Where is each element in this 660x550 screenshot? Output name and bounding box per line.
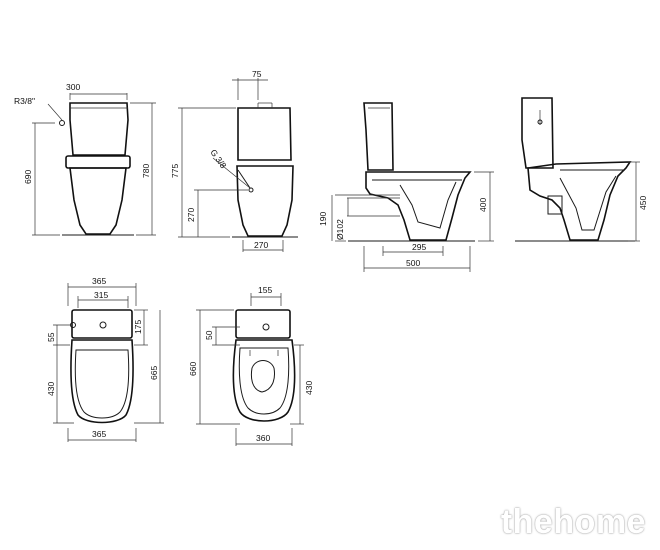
dim-top-seat-length: 430: [46, 382, 56, 396]
dim-side-inlet-thread: G 3/8: [208, 147, 228, 170]
dim-top2-width: 155: [258, 285, 272, 295]
watermark-logo: thehome: [500, 503, 646, 541]
dim-front-connection: R3/8": [14, 96, 35, 106]
dim-section-outlet-dist: 295: [412, 242, 426, 252]
dim-section-length: 500: [406, 258, 420, 268]
dim-front-total-height: 780: [141, 164, 151, 178]
dim-section-outlet-height: 190: [318, 212, 328, 226]
dim-top-tank-depth: 175: [133, 320, 143, 334]
dim-top2-seat-length: 430: [304, 381, 314, 395]
dim-top2-bottom-width: 360: [256, 433, 270, 443]
dim-section-outlet-diameter: Ø102: [335, 219, 345, 240]
top2-view: [196, 293, 304, 446]
dim-side-tank-depth: 75: [252, 69, 262, 79]
dim-section2-height: 450: [638, 196, 648, 210]
section2-view: [515, 97, 640, 242]
dim-side-total-height: 775: [170, 164, 180, 178]
top-view: [53, 283, 164, 442]
dim-top-width-outer: 365: [92, 276, 106, 286]
dim-top-width-inner: 315: [94, 290, 108, 300]
dim-top-total-length: 665: [149, 366, 159, 380]
section-view: [331, 102, 494, 272]
dim-side-inlet-height: 270: [186, 208, 196, 222]
dim-side-base-width: 270: [254, 240, 268, 250]
front-view: [32, 93, 156, 236]
dim-front-width: 300: [66, 82, 80, 92]
dim-top2-total-length: 660: [188, 362, 198, 376]
dim-top-bottom-width: 365: [92, 429, 106, 439]
dim-front-seat-height: 690: [23, 170, 33, 184]
dim-top2-offset: 50: [204, 330, 214, 340]
dim-top-offset: 55: [46, 332, 56, 342]
side-view: [178, 78, 298, 252]
dim-section-height: 400: [478, 198, 488, 212]
